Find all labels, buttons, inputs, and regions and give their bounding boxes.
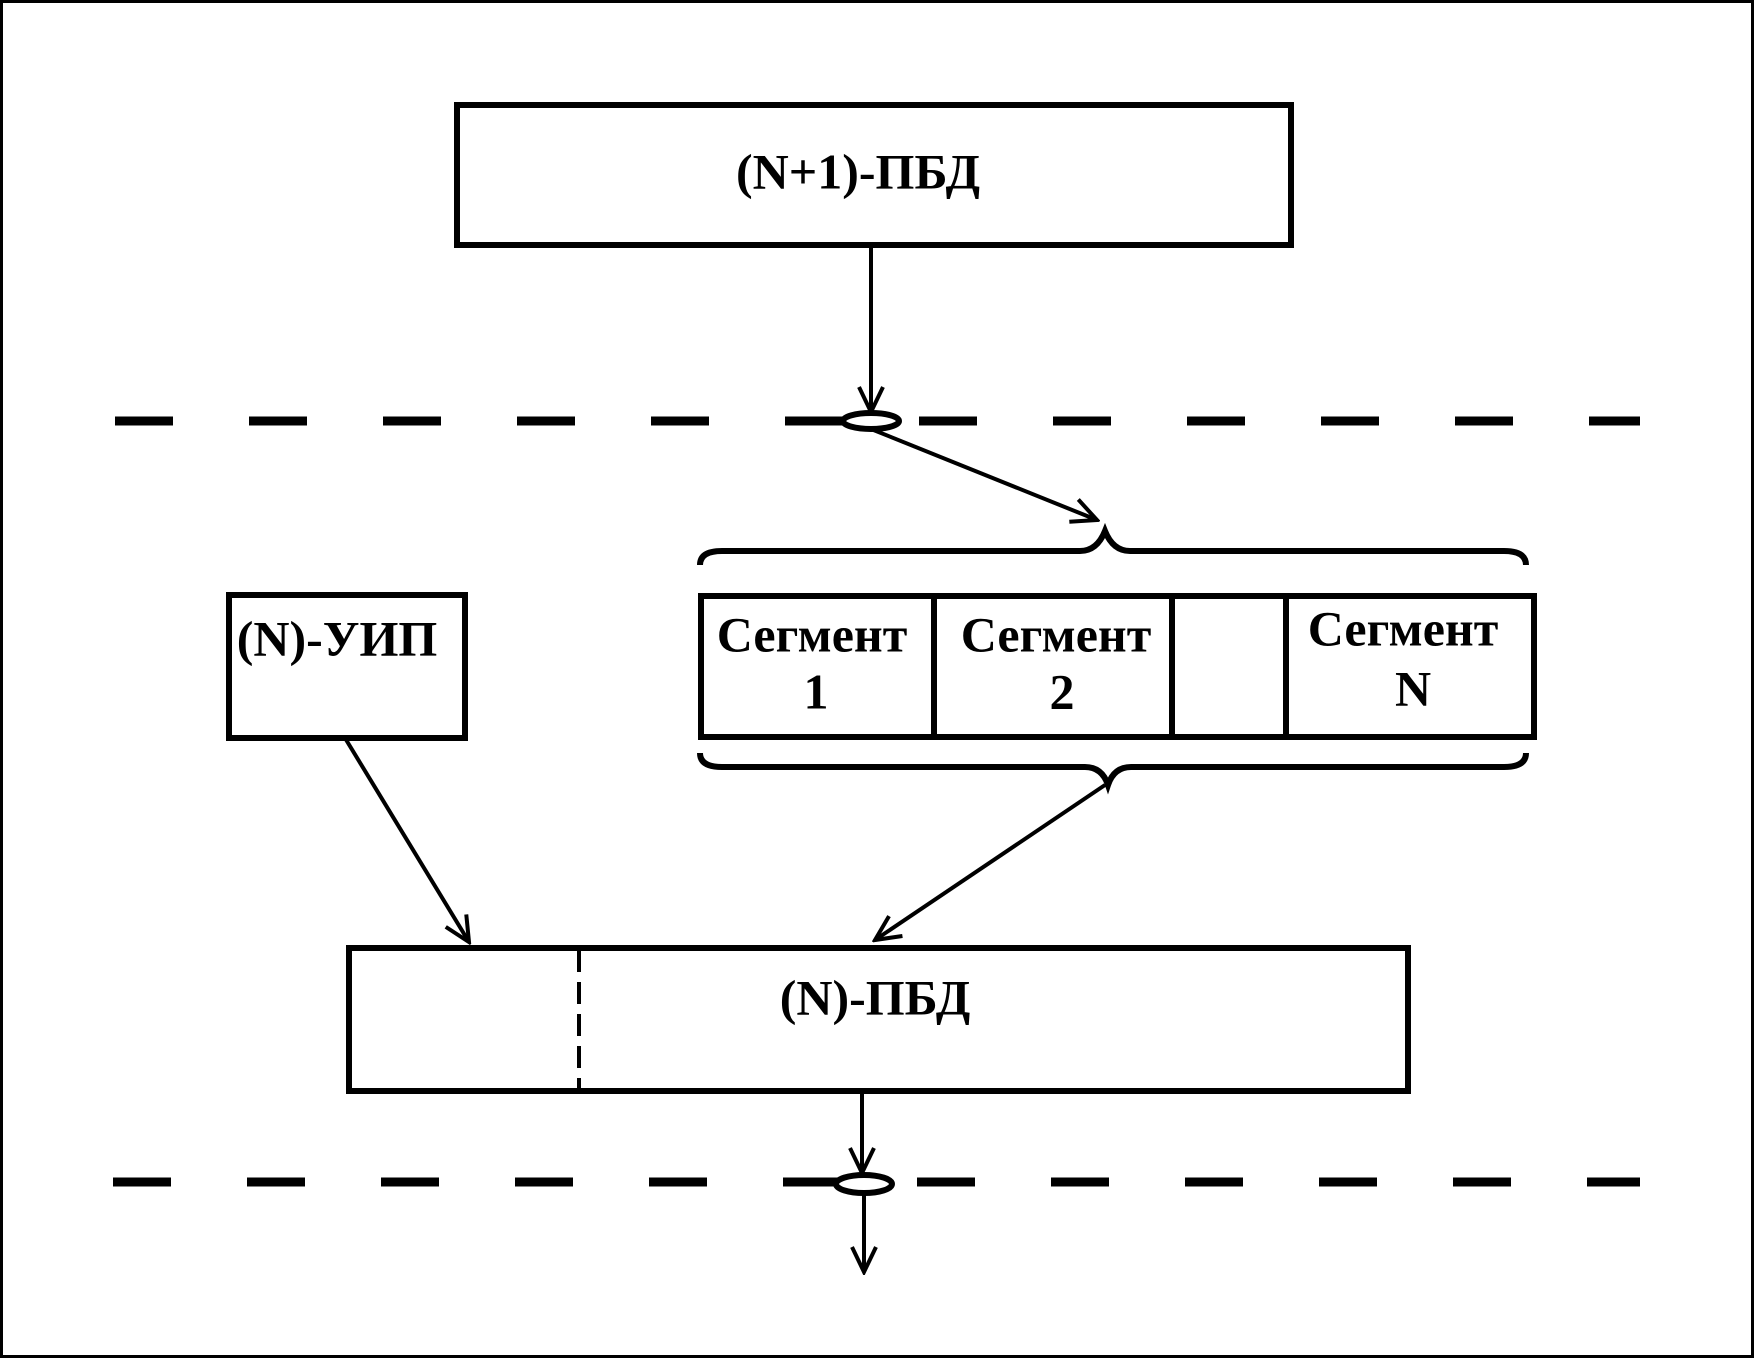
segments-bottom-brace xyxy=(697,752,1529,795)
control-info-label: (N)-УИП xyxy=(237,610,438,666)
segments-strip xyxy=(698,593,1537,740)
segment-cell: Сегмент 1 xyxy=(717,606,908,719)
segmentation-arrow xyxy=(870,427,1097,520)
lower-service-access-point xyxy=(833,1172,895,1196)
upper-pdu-label: (N+1)-ПБД xyxy=(736,143,980,199)
upper-pdu-box xyxy=(454,102,1294,248)
segment-number: 1 xyxy=(804,663,829,719)
lower-pdu-label: (N)-ПБД xyxy=(780,969,971,1025)
segment-label: Сегмент xyxy=(1308,600,1499,656)
lower-pdu-box xyxy=(346,945,1411,1094)
segment-cell: Сегмент N xyxy=(1308,600,1499,716)
segments-top-brace xyxy=(697,522,1529,566)
control-info-box xyxy=(226,592,468,741)
segment-cell: Сегмент 2 xyxy=(961,606,1152,719)
segment-number: 2 xyxy=(1050,663,1075,719)
segment-number: N xyxy=(1395,660,1431,716)
control-info-arrow xyxy=(343,736,469,942)
segment-label: Сегмент xyxy=(717,606,908,662)
upper-service-access-point xyxy=(840,410,902,432)
segment-arrow xyxy=(875,783,1107,940)
segment-label: Сегмент xyxy=(961,606,1152,662)
